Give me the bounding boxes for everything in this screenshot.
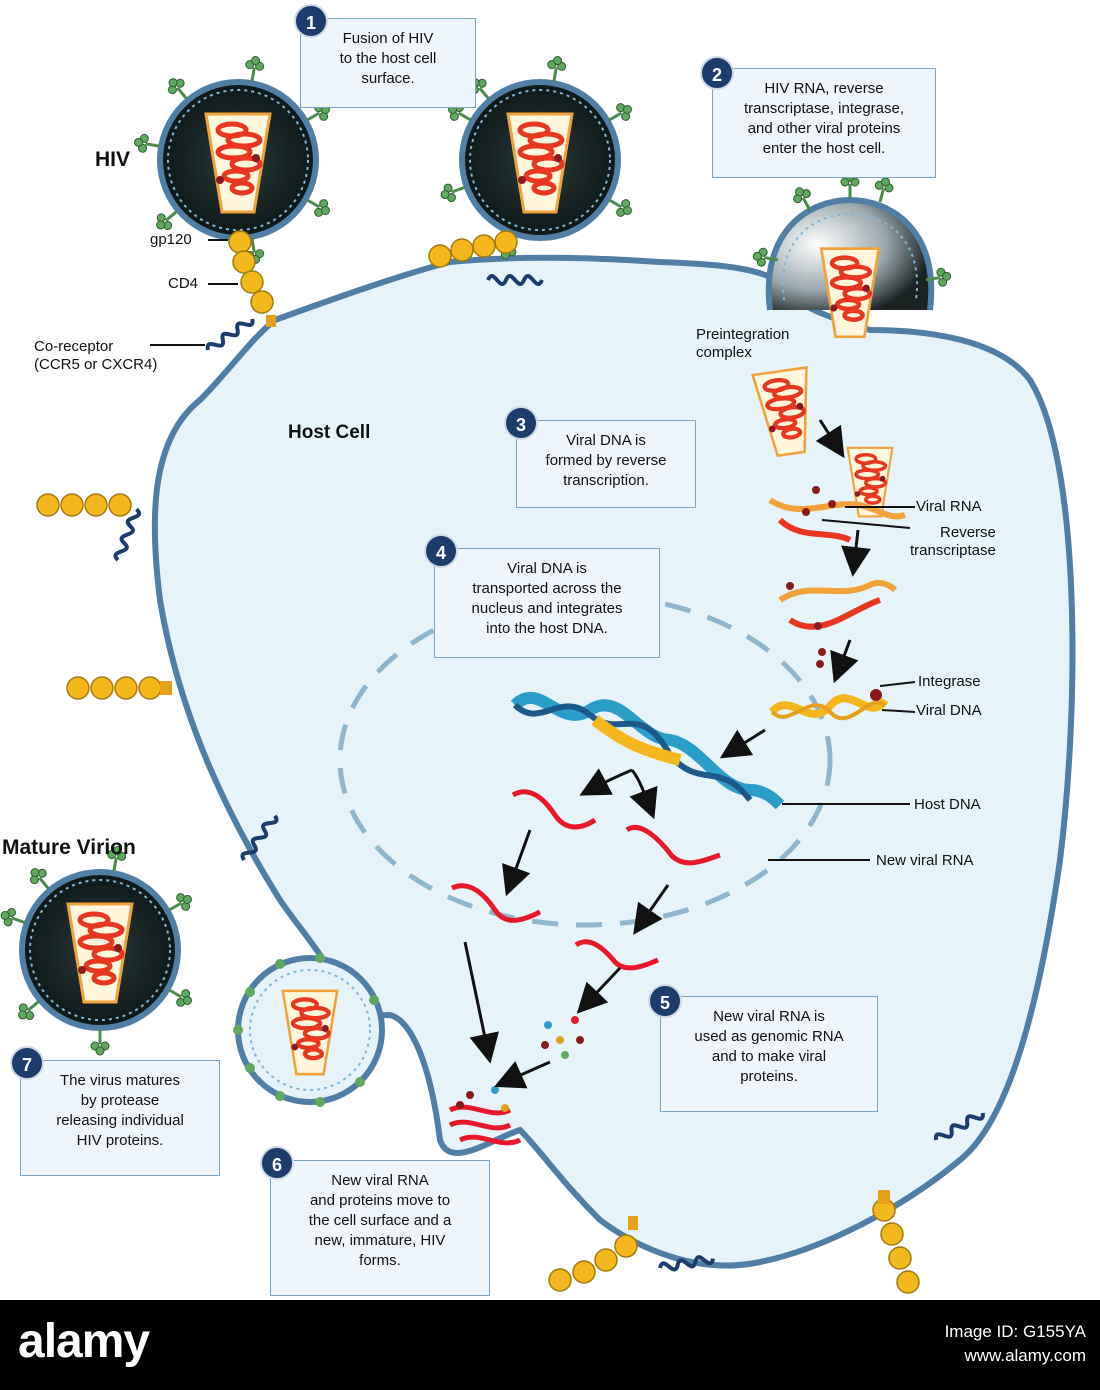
viral-rna-label: Viral RNA <box>916 498 982 515</box>
host-cell-membrane <box>151 254 1076 1269</box>
step-4-box: Viral DNA is transported across the nucl… <box>434 548 660 658</box>
cd4-label: CD4 <box>168 275 199 292</box>
step-5-box: New viral RNA is used as genomic RNA and… <box>660 996 878 1112</box>
coreceptor-label: Co-receptor (CCR5 or CXCR4) <box>34 338 158 373</box>
step-3-box: Viral DNA is formed by reverse transcrip… <box>516 420 696 508</box>
step-6-box: New viral RNA and proteins move to the c… <box>270 1160 490 1296</box>
new-viral-rna-label: New viral RNA <box>876 852 974 869</box>
step-4-badge: 4 <box>424 534 458 568</box>
reverse-transcriptase-label: Reverse transcriptase <box>910 524 996 559</box>
mature-virion-label: Mature Virion <box>2 836 136 859</box>
step-2-badge: 2 <box>700 56 734 90</box>
step-7-badge: 7 <box>10 1046 44 1080</box>
preintegration-complex-label: Preintegration complex <box>696 326 790 361</box>
step-2-box: HIV RNA, reverse transcriptase, integras… <box>712 68 936 178</box>
image-id: Image ID: G155YA www.alamy.com <box>945 1320 1086 1368</box>
gp120-label: gp120 <box>150 231 192 248</box>
hiv-label: HIV <box>95 148 131 171</box>
host-dna-label: Host DNA <box>914 796 981 813</box>
image-id-text: Image ID: G155YA <box>944 1322 1086 1341</box>
step-1-box: Fusion of HIV to the host cell surface. <box>300 18 476 108</box>
host-cell-label: Host Cell <box>288 422 371 443</box>
watermark-footer: alamy Image ID: G155YA www.alamy.com <box>0 1300 1100 1390</box>
step-7-box: The virus matures by protease releasing … <box>20 1060 220 1176</box>
step-5-badge: 5 <box>648 984 682 1018</box>
alamy-logo: alamy <box>18 1315 150 1368</box>
viral-dna-label: Viral DNA <box>916 702 982 719</box>
step-3-badge: 3 <box>504 406 538 440</box>
step-6-badge: 6 <box>260 1146 294 1180</box>
integrase-label: Integrase <box>918 673 981 690</box>
step-1-badge: 1 <box>294 4 328 38</box>
site-url: www.alamy.com <box>964 1346 1086 1365</box>
